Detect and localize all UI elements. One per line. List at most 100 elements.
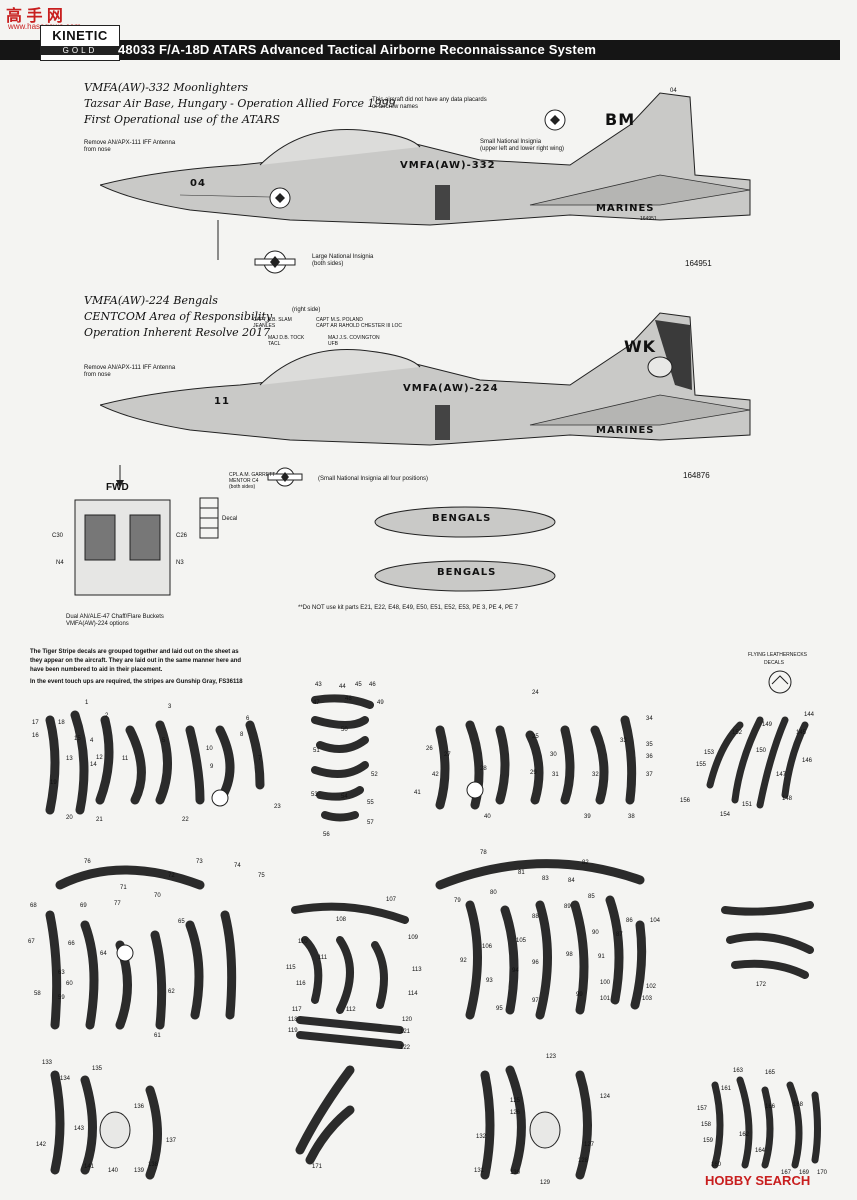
scheme2-line3: Operation Inherent Resolve 2017 [84, 326, 271, 339]
stripe-num: 80 [490, 890, 497, 896]
stripe-num: 64 [100, 951, 107, 957]
stripe-num: 142 [36, 1142, 47, 1148]
stripe-num: 78 [480, 850, 487, 856]
stripe-num: 125 [510, 1098, 521, 1104]
logo-decals: DECALS [764, 660, 785, 666]
stripe-num: 162 [739, 1132, 750, 1138]
stripe-num: 12 [96, 755, 103, 761]
aircraft-1-serial-small: 164951 [640, 216, 657, 222]
stripe-num: 72 [168, 873, 175, 879]
stripe-num: 152 [732, 730, 743, 736]
stripe-num: 41 [414, 790, 421, 796]
tank-2-label: BENGALS [437, 567, 497, 578]
stripe-numbers-group-1: 17 16 18 1 2 3 4 5 6 7 8 9 10 11 12 13 1… [30, 700, 281, 825]
stripe-num: 42 [432, 772, 439, 778]
stripe-num: 81 [518, 870, 525, 876]
stripe-num: 7 [258, 756, 262, 762]
aircraft-2-squadron-text: VMFA(AW)-224 [403, 383, 499, 394]
aircraft-1-marines: MARINES [596, 203, 655, 214]
note-kit-parts: **Do NOT use kit parts E21, E22, E48, E4… [298, 605, 519, 611]
scheme1-line1: VMFA(AW)-332 Moonlighters [84, 81, 249, 94]
stripe-num: 77 [114, 901, 121, 907]
stripe-num: 45 [355, 682, 362, 688]
stripe-numbers-group-5: 58 59 60 61 62 63 64 65 66 67 68 69 70 7… [28, 855, 278, 1050]
stripe-num: 39 [584, 814, 591, 820]
stripe-num: 124 [600, 1094, 611, 1100]
tiger-note-line2: they appear on the aircraft. They are la… [30, 658, 242, 664]
stripe-num: 92 [460, 958, 467, 964]
stripe-num: 49 [377, 700, 384, 706]
stripe-group-5 [45, 865, 237, 1030]
aircraft-1-tail-number: 04 [670, 88, 677, 94]
stripe-num: 156 [680, 798, 691, 804]
tank-1-label: BENGALS [432, 513, 492, 524]
stripe-num: 130 [510, 1170, 521, 1176]
stripe-numbers-group-3: 24 25 26 27 28 29 30 31 32 33 34 35 36 3… [412, 690, 662, 825]
stripe-num: 116 [296, 981, 306, 987]
crew-right-side: (right side) [292, 307, 321, 313]
stripe-num: 5 [162, 738, 166, 744]
stripe-num: 91 [598, 954, 605, 960]
stripe-num: 161 [721, 1086, 732, 1092]
stripe-num: 51 [313, 748, 320, 754]
stripe-num: 128 [578, 1158, 589, 1164]
stripe-num: 84 [568, 878, 575, 884]
scheme2-line2: CENTCOM Area of Responsibility [84, 310, 273, 323]
stripe-num: 132 [476, 1134, 487, 1140]
stripe-num: 40 [484, 814, 491, 820]
stripe-num: 21 [96, 817, 103, 823]
stripe-num: 146 [802, 758, 813, 764]
stripe-num: 123 [546, 1054, 557, 1060]
stripe-group-6 [291, 902, 409, 1049]
stripe-num: 143 [74, 1126, 85, 1132]
stripe-numbers-group-11: 123 124 125 126 127 128 129 130 131 132 [470, 1052, 611, 1186]
stripe-num: 171 [312, 1164, 323, 1170]
stripe-num: 35 [646, 742, 653, 748]
stripe-num: 58 [34, 991, 41, 997]
stripe-num: 89 [564, 904, 571, 910]
stripe-num: 159 [703, 1138, 714, 1144]
stripe-numbers-group-6: 107 108 109 110 111 112 113 114 115 116 … [282, 895, 422, 1055]
aircraft-2-serial: 164876 [683, 471, 710, 480]
crew-chief-names: CPL A.M. GARRETT MENTOR C4 (both sides) [229, 472, 276, 490]
stripe-num: 44 [339, 684, 346, 690]
stripe-num: 138 [148, 1162, 159, 1168]
stripe-numbers-group-7: 78 79 80 81 82 83 84 85 86 87 88 89 90 9… [420, 848, 665, 1018]
stripe-num: 28 [480, 766, 487, 772]
stripe-num: 60 [66, 981, 73, 987]
stripe-num: 66 [68, 941, 75, 947]
stripe-num: 48 [345, 696, 352, 702]
stripe-num: 10 [206, 746, 213, 752]
stripe-group-4 [706, 716, 809, 809]
stripe-num: 73 [196, 859, 203, 865]
stripe-num: 75 [258, 873, 265, 879]
kinetic-gold-logo: KINETIC GOLD [40, 25, 120, 61]
aircraft-1-tail-code: BM [605, 110, 636, 129]
chaff-label-n3: N3 [176, 560, 184, 566]
stripe-num: 11 [122, 756, 129, 762]
note-large-insignia: Large National Insignia (both sides) [312, 254, 374, 267]
stripe-group-3 [435, 715, 637, 810]
stripe-num: 33 [620, 738, 627, 744]
stripe-num: 71 [120, 885, 127, 891]
stripe-num: 96 [532, 960, 539, 966]
page-title: 48033 F/A-18D ATARS Advanced Tactical Ai… [118, 42, 597, 57]
stripe-num: 169 [799, 1170, 810, 1176]
stripe-num: 109 [408, 935, 419, 941]
stripe-num: 166 [765, 1104, 776, 1110]
stripe-num: 95 [496, 1006, 503, 1012]
stripe-num: 141 [84, 1164, 95, 1170]
chaff-bucket-diagram [74, 465, 219, 596]
stripe-num: 43 [315, 682, 322, 688]
stripe-numbers-group-2: 43 44 45 46 47 48 49 50 51 52 53 54 55 5… [305, 682, 385, 842]
tiger-note-line1: The Tiger Stripe decals are grouped toge… [30, 649, 239, 655]
stripe-num: 121 [400, 1029, 411, 1035]
stripe-num: 25 [532, 734, 539, 740]
tiger-note-line3: have been numbered to aid in their place… [30, 667, 163, 673]
stripe-num: 163 [733, 1068, 744, 1074]
crew-name-3: MAJ D.B. TOCK TACL [268, 335, 305, 347]
stripe-num: 2 [105, 713, 109, 719]
stripe-num: 24 [532, 690, 539, 696]
stripe-num: 150 [756, 748, 767, 754]
stripe-num: 53 [311, 792, 318, 798]
